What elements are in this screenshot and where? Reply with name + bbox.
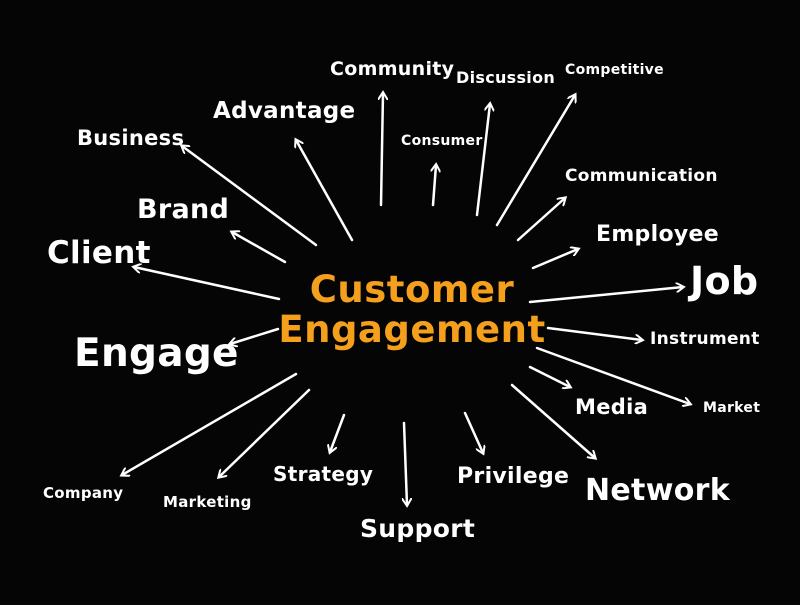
arrow-consumer (433, 165, 436, 207)
arrow-strategy (330, 413, 346, 452)
arrow-media (528, 365, 570, 387)
arrow-community (381, 93, 383, 207)
term-brand: Brand (137, 194, 230, 225)
term-company: Company (43, 484, 124, 502)
term-job: Job (690, 259, 759, 303)
center-topic-line1: Customer (309, 268, 515, 311)
arrow-instrument (546, 326, 642, 340)
term-marketing: Marketing (163, 493, 252, 511)
term-engage: Engage (74, 331, 239, 376)
term-consumer: Consumer (401, 133, 483, 149)
arrow-brand (232, 232, 287, 264)
arrow-business (182, 146, 318, 247)
arrow-company (122, 372, 298, 475)
term-network: Network (585, 473, 730, 508)
term-strategy: Strategy (273, 462, 374, 486)
arrow-employee (531, 249, 578, 270)
arrow-job (528, 287, 683, 304)
arrow-engage (230, 327, 280, 344)
term-client: Client (47, 235, 151, 271)
center-topic-line2: Engagement (278, 308, 546, 351)
term-privilege: Privilege (457, 464, 570, 489)
arrow-discussion (475, 104, 490, 217)
term-employee: Employee (596, 222, 719, 247)
term-discussion: Discussion (456, 68, 556, 87)
center-topic: Customer Engagement (262, 270, 562, 350)
term-instrument: Instrument (650, 329, 760, 349)
term-market: Market (703, 400, 761, 416)
arrow-advantage (296, 140, 354, 242)
arrow-network (510, 383, 595, 458)
term-community: Community (330, 58, 455, 80)
arrow-privilege (463, 411, 483, 453)
term-media: Media (575, 395, 649, 419)
arrow-support (404, 421, 407, 505)
term-support: Support (360, 514, 476, 543)
arrow-communication (516, 198, 565, 242)
term-competitive: Competitive (565, 62, 664, 78)
arrow-market (535, 346, 690, 404)
arrow-competitive (495, 95, 575, 227)
arrow-client (134, 267, 281, 301)
arrow-marketing (219, 388, 311, 477)
term-business: Business (77, 126, 185, 150)
term-communication: Communication (565, 166, 718, 186)
term-advantage: Advantage (213, 98, 356, 124)
